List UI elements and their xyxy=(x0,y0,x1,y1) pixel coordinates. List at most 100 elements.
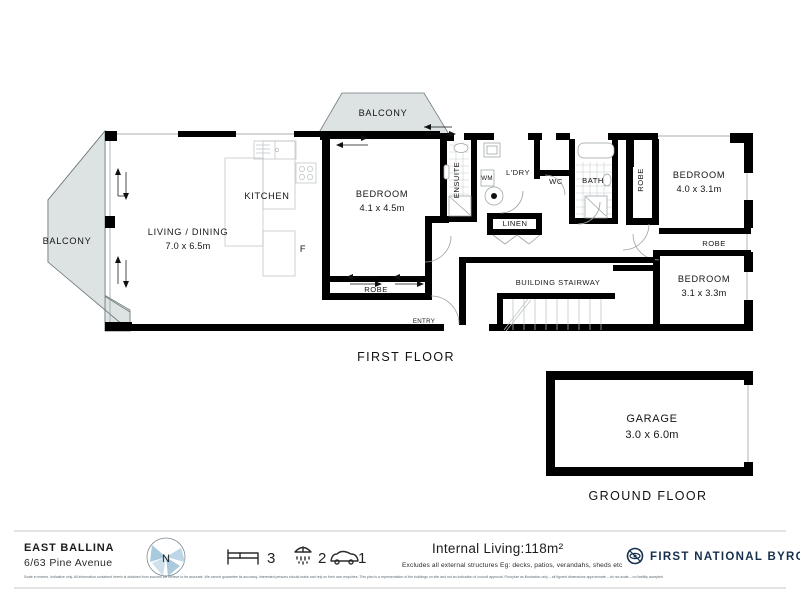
wall-ensuite-bottom xyxy=(440,216,477,222)
compass-icon: N xyxy=(146,537,186,577)
internal-living-note: Excludes all external structures Eg: dec… xyxy=(402,562,623,569)
ensuite-toilet-icon xyxy=(443,164,450,180)
kitchen-cooktop xyxy=(295,162,317,184)
wall-top-left-corner xyxy=(105,131,117,141)
room-label-robe-bedmain: ROBE xyxy=(364,285,388,294)
footer-suburb: EAST BALLINA xyxy=(24,542,114,554)
room-label-fridge: F xyxy=(300,244,306,254)
wall-bottom-main xyxy=(105,322,132,331)
kitchen-bench-lower xyxy=(262,230,296,277)
cooktop-burner-2 xyxy=(307,166,313,172)
floor-title-first: FIRST FLOOR xyxy=(357,350,455,364)
wall-robe3-bottom xyxy=(659,250,751,256)
bed-icon xyxy=(227,549,259,565)
washing-machine-icon xyxy=(480,169,495,187)
door-arrow-left-upper xyxy=(115,168,129,200)
stair-treads xyxy=(503,298,602,332)
door-arrow-left-lower xyxy=(115,256,129,288)
wall-linen-left xyxy=(487,213,493,235)
room-label-living-dining: LIVING / DINING xyxy=(148,227,228,237)
room-label-bedroom-3: BEDROOM xyxy=(678,274,730,284)
wall-ensuite-left xyxy=(440,139,447,221)
wall-bed3-hall xyxy=(613,265,659,271)
internal-living-area: Internal Living:118m² xyxy=(432,541,564,556)
room-dim-bedroom-main: 4.1 x 4.5m xyxy=(360,203,405,213)
wall-robe2-bottom xyxy=(626,218,659,225)
door-swing-wc xyxy=(544,174,566,196)
wall-robe3-top xyxy=(659,228,751,234)
door-swing-entry xyxy=(430,295,460,325)
room-label-ensuite: ENSUITE xyxy=(452,162,461,198)
wall-robe2-left xyxy=(626,139,633,224)
wall-linen-bottom xyxy=(487,229,542,235)
linen-door-fold xyxy=(492,234,518,245)
door-swing-bath xyxy=(577,201,601,225)
wall-bedmain-e xyxy=(425,216,432,266)
wall-bath-left xyxy=(569,176,575,224)
wall-top-mid2 xyxy=(528,133,542,140)
wall-stair-top xyxy=(459,257,655,263)
car-icon xyxy=(330,550,359,565)
door-swing-bedmain xyxy=(424,235,452,263)
room-dim-living-dining: 7.0 x 6.5m xyxy=(166,241,211,251)
room-label-washing-machine: WM xyxy=(481,175,493,182)
wall-bedmain-left xyxy=(322,223,330,300)
wall-right-1 xyxy=(744,133,753,173)
footer-address: 6/63 Pine Avenue xyxy=(24,557,113,569)
wall-left-mid xyxy=(105,216,115,228)
footer-disclaimer: Scale in metres. Indicative only. All in… xyxy=(24,575,663,579)
wall-stair-inner-top xyxy=(497,293,615,299)
cooktop-burner-3 xyxy=(299,174,305,180)
room-dim-bedroom-3: 3.1 x 3.3m xyxy=(682,288,727,298)
wall-bedmain-ne xyxy=(425,216,449,223)
wall-bath-right xyxy=(612,139,618,224)
wall-bath-bottom xyxy=(572,218,618,224)
wall-linen-right xyxy=(536,213,542,235)
wall-bed-main-topbar xyxy=(322,131,440,139)
cooktop-burner-4 xyxy=(307,174,313,180)
garage-wall-left xyxy=(546,371,555,476)
door-swing-ldry xyxy=(500,190,524,214)
room-label-kitchen: KITCHEN xyxy=(244,191,289,201)
wall-stair-left xyxy=(459,257,466,325)
garage-wall-bottom xyxy=(546,467,753,476)
wall-top-mid1 xyxy=(464,133,494,140)
room-label-linen: LINEN xyxy=(503,219,528,228)
room-dim-bedroom-2: 4.0 x 3.1m xyxy=(677,184,722,194)
wall-top-seg1 xyxy=(178,131,236,137)
laundry-tub-inner xyxy=(486,145,498,155)
balcony-left-main xyxy=(47,129,132,332)
bath-shower-diag xyxy=(585,196,607,217)
garage-wall-right-top xyxy=(744,371,753,385)
room-label-bedroom-2: BEDROOM xyxy=(673,170,725,180)
room-label-balcony-left: BALCONY xyxy=(43,236,92,246)
wall-top-mid4 xyxy=(608,133,626,140)
kitchen-bench-vert xyxy=(224,157,264,247)
linen-door-fold2 xyxy=(516,234,541,245)
wall-ldry-bottom xyxy=(492,213,538,219)
bath-basin-icon xyxy=(602,173,612,187)
brand-name: FIRST NATIONAL BYRON xyxy=(650,551,800,563)
robe-arrows-bedmain xyxy=(346,274,424,287)
wall-right-2 xyxy=(744,200,753,228)
room-label-bedroom-main: BEDROOM xyxy=(356,189,408,199)
kitchen-tap-icon xyxy=(275,148,279,152)
wall-top-right3 xyxy=(730,133,752,143)
wall-ensuite-topcap xyxy=(440,133,454,141)
wall-top-right2 xyxy=(634,133,658,140)
room-label-entry: ENTRY xyxy=(413,318,435,325)
garage-wall-right-bottom xyxy=(744,462,753,476)
wall-top-seg2 xyxy=(294,131,322,137)
wall-right-3 xyxy=(744,252,753,272)
bed-count: 3 xyxy=(267,550,275,567)
room-dim-garage: 3.0 x 6.0m xyxy=(625,429,678,441)
wall-bedmain-robe-right xyxy=(425,261,432,299)
ensuite-shower-diag xyxy=(449,196,471,216)
wall-wc-bottom xyxy=(540,170,575,176)
wall-bottom-right xyxy=(489,324,753,331)
room-label-robe-bed3: ROBE xyxy=(702,239,726,248)
wall-wc-right xyxy=(569,139,575,175)
cooktop-burner-1 xyxy=(299,166,305,172)
